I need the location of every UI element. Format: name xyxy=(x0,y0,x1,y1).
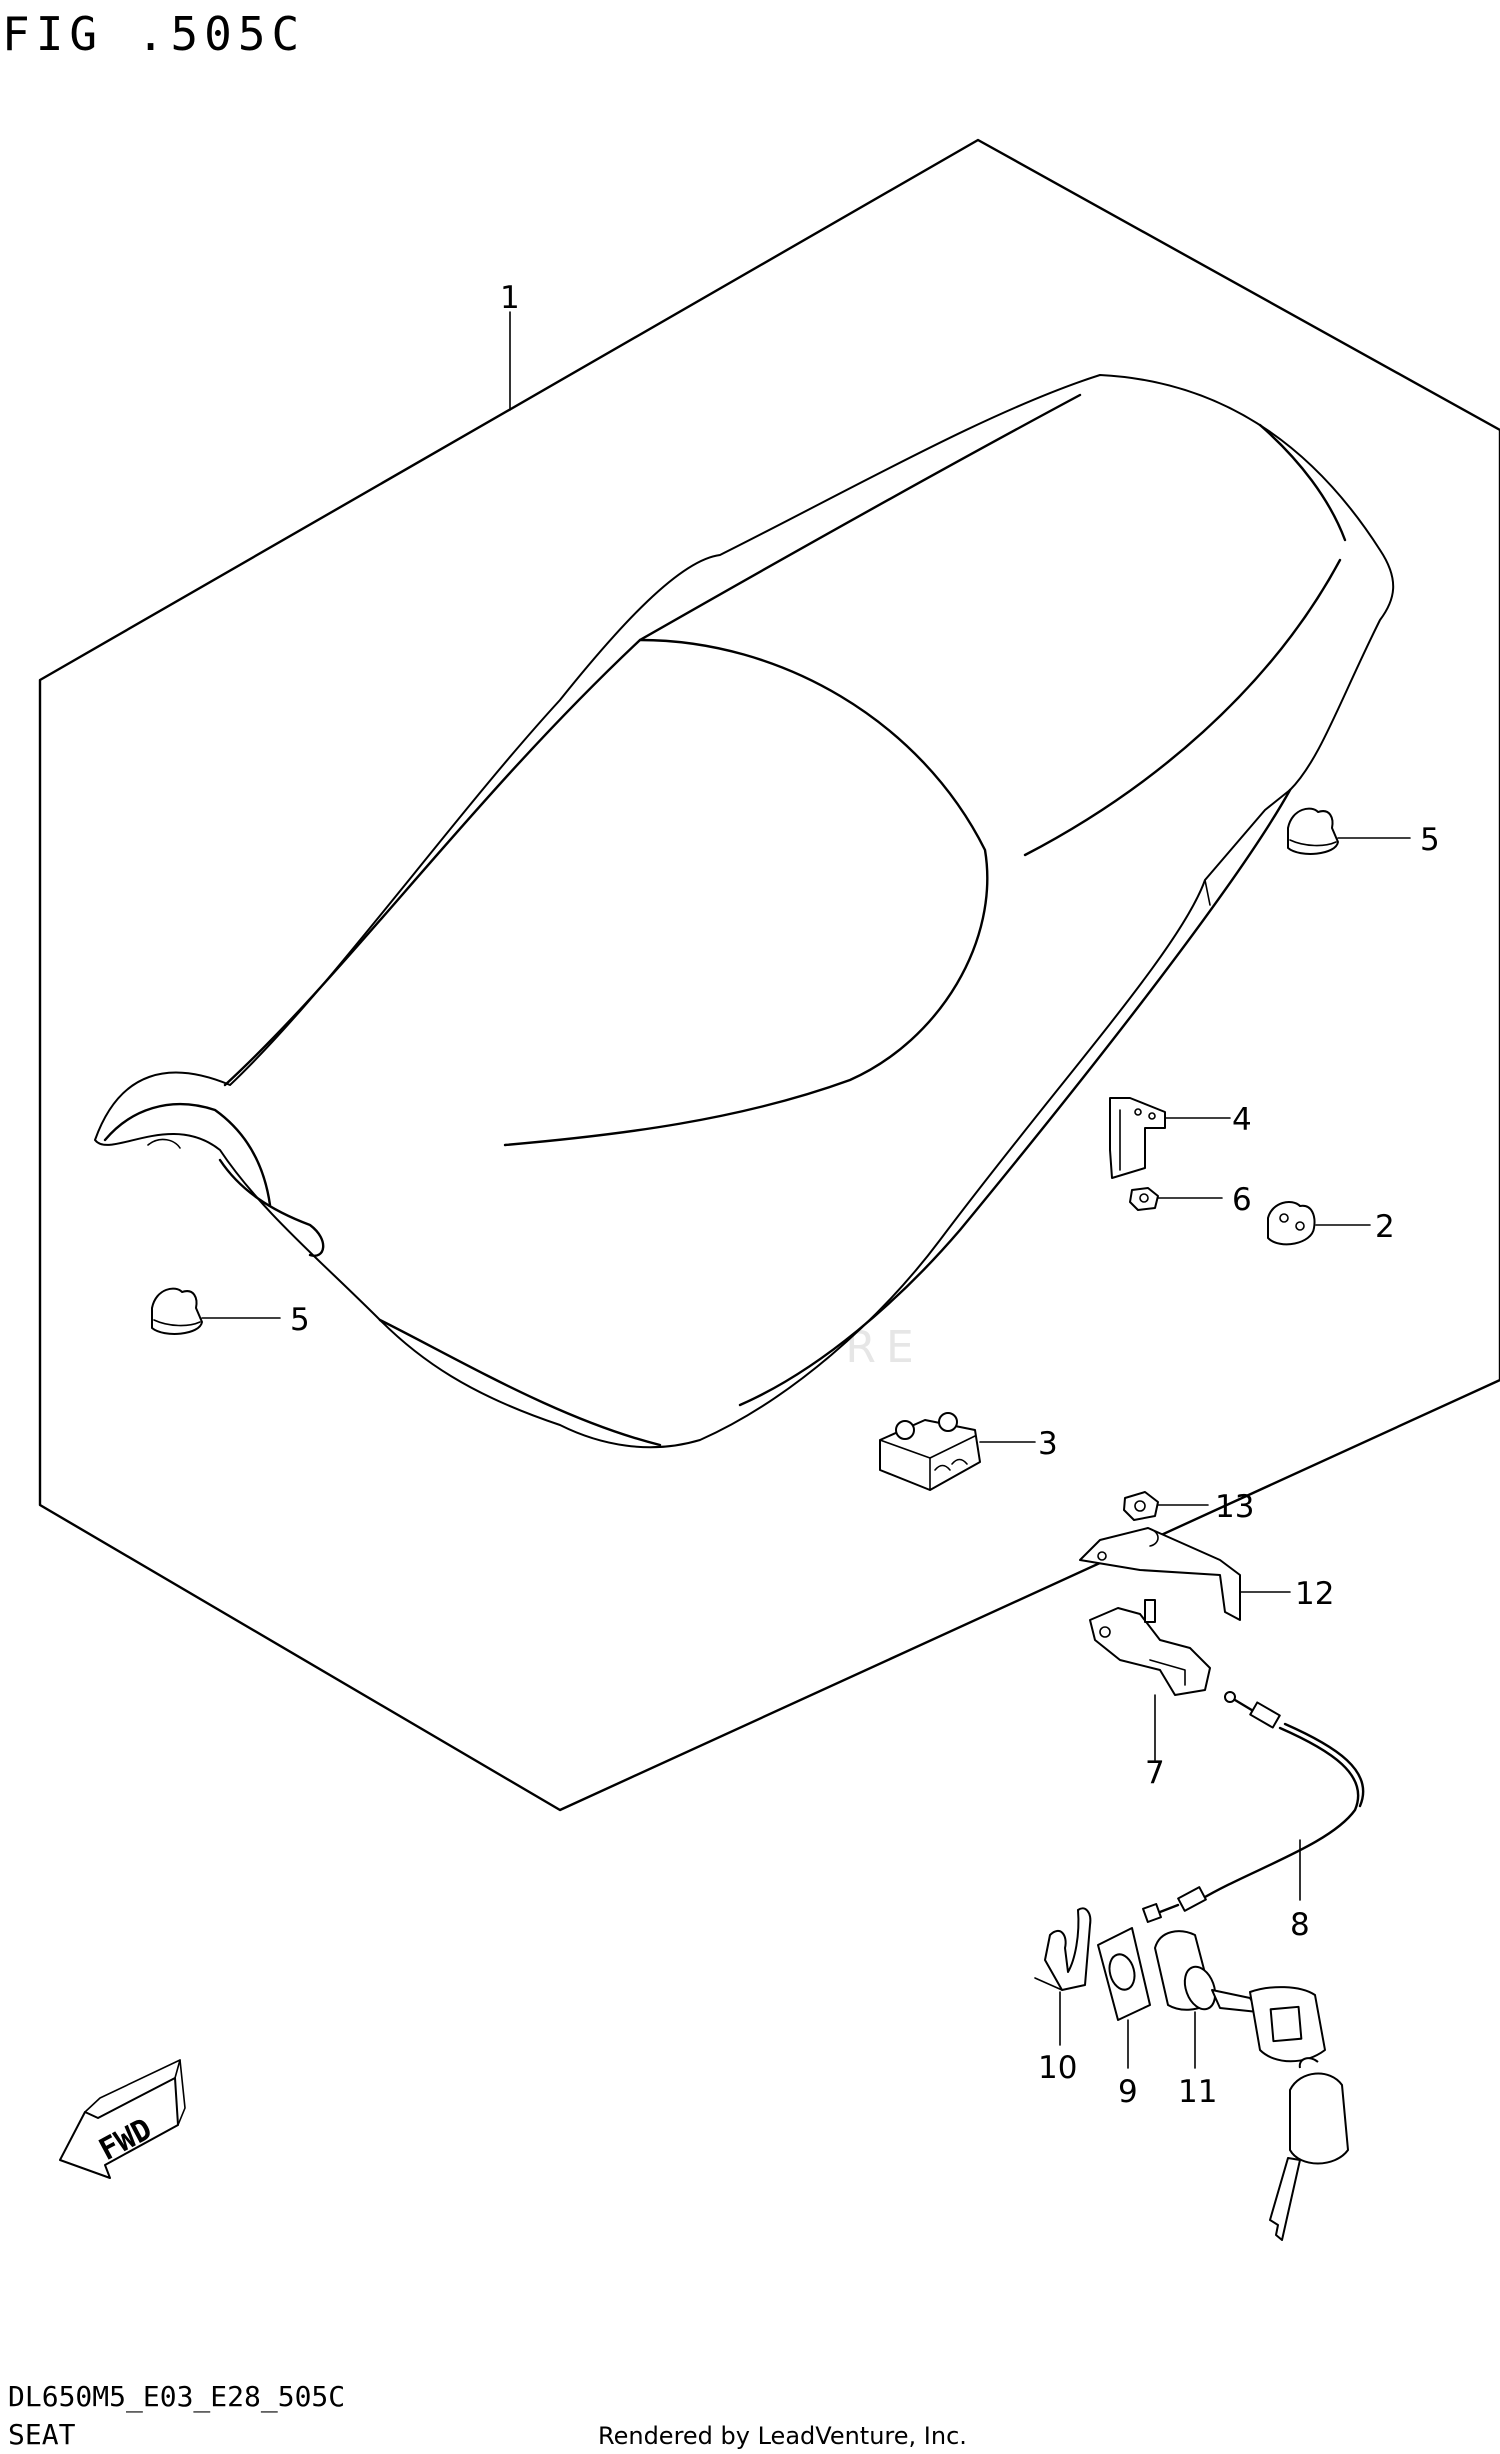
clip-part-10[interactable] xyxy=(1034,1907,1092,1991)
assembly-boundary xyxy=(38,138,1500,1812)
footer-code: DL650M5_E03_E28_505C xyxy=(8,2380,345,2414)
cable-part-8[interactable] xyxy=(1142,1691,1365,1923)
gasket-part-9[interactable] xyxy=(1097,1927,1151,2021)
callout-6: 6 xyxy=(1232,1182,1252,1218)
cushion-part-5-left[interactable] xyxy=(151,1287,203,1335)
clamp-part-3[interactable] xyxy=(879,1412,981,1491)
rendered-by: Rendered by LeadVenture, Inc. xyxy=(598,2422,967,2450)
seat-part-1[interactable] xyxy=(94,374,1395,1449)
nut-part-6[interactable] xyxy=(1129,1187,1159,1211)
latch-part-7[interactable] xyxy=(1089,1599,1211,1696)
callout-8: 8 xyxy=(1290,1907,1310,1943)
callout-3: 3 xyxy=(1038,1426,1058,1462)
plate-part-12[interactable] xyxy=(1079,1527,1241,1621)
callout-13: 13 xyxy=(1215,1489,1254,1525)
fwd-arrow-icon: FWD xyxy=(59,2059,186,2179)
callout-9: 9 xyxy=(1118,2074,1138,2110)
callout-4: 4 xyxy=(1232,1102,1252,1138)
figure-title: FIG .505C xyxy=(2,7,305,61)
callout-5-right: 5 xyxy=(1420,822,1440,858)
callout-7: 7 xyxy=(1145,1755,1165,1791)
bracket-part-4[interactable] xyxy=(1109,1097,1166,1179)
damper-part-2[interactable] xyxy=(1267,1201,1316,1246)
callout-11: 11 xyxy=(1178,2074,1217,2110)
cushion-part-5-right[interactable] xyxy=(1287,807,1339,855)
lock-part-11[interactable] xyxy=(1154,1930,1349,2241)
nut-part-13[interactable] xyxy=(1123,1491,1159,1521)
callout-12: 12 xyxy=(1295,1576,1334,1612)
callout-1: 1 xyxy=(500,280,520,316)
callout-5-left: 5 xyxy=(290,1302,310,1338)
footer-name: SEAT xyxy=(8,2418,76,2451)
callout-10: 10 xyxy=(1038,2050,1077,2086)
callout-2: 2 xyxy=(1375,1209,1395,1245)
